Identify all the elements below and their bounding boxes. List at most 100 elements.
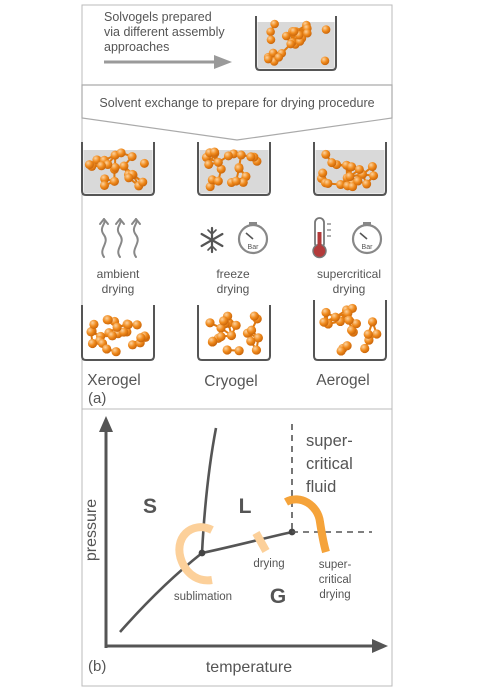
- particle: [119, 161, 129, 171]
- particle: [266, 35, 276, 45]
- solvent-exchange-banner: [81, 84, 393, 141]
- supercritical-fluid-line-1: super-: [306, 432, 353, 450]
- vaporization-curve: [201, 530, 293, 555]
- particle: [281, 31, 291, 41]
- method-freeze-line-1: freeze: [216, 267, 250, 281]
- product-cryogel: Cryogel: [204, 373, 257, 390]
- particle: [96, 161, 106, 171]
- particle: [89, 319, 99, 329]
- particle: [295, 37, 305, 46]
- intro-line-3: approaches: [104, 40, 169, 54]
- particle: [87, 338, 98, 349]
- particle: [205, 182, 215, 192]
- banner-text: Solvent exchange to prepare for drying p…: [99, 96, 374, 110]
- particle: [107, 331, 117, 341]
- particle: [286, 39, 295, 49]
- particle: [274, 53, 284, 62]
- particle: [336, 346, 346, 356]
- x-axis-arrowhead: [372, 639, 388, 653]
- particle: [102, 344, 112, 354]
- particle: [210, 147, 220, 157]
- gauge-label: Bar: [362, 244, 374, 251]
- cryogel-beaker: [197, 305, 271, 361]
- particle: [347, 162, 357, 172]
- particle: [99, 180, 109, 190]
- product-xerogel: Xerogel: [87, 372, 140, 389]
- particle: [116, 148, 126, 158]
- product-aerogel: Aerogel: [316, 372, 369, 389]
- particle: [320, 56, 330, 66]
- particle: [303, 28, 312, 38]
- solvent-beaker-supercritical: [313, 142, 387, 196]
- particle: [236, 150, 246, 160]
- x-axis-label: temperature: [206, 659, 292, 676]
- particle: [138, 177, 148, 187]
- region-liquid: L: [239, 495, 252, 518]
- intro-text: Solvogels prepared via different assembl…: [104, 10, 225, 54]
- particle: [367, 162, 377, 172]
- particle: [204, 159, 214, 169]
- particle: [127, 152, 137, 162]
- particle: [372, 329, 382, 339]
- particle: [344, 315, 354, 325]
- drying-label: drying: [253, 558, 284, 570]
- panel-b-frame: [81, 408, 393, 687]
- xerogel-beaker: [81, 305, 155, 361]
- solvent-beaker-ambient: [81, 142, 155, 196]
- sublimation-curve: [119, 551, 203, 633]
- particle: [234, 346, 244, 356]
- particle: [251, 345, 262, 355]
- panel-a-label: (a): [88, 390, 106, 407]
- method-freeze-line-2: drying: [217, 282, 250, 296]
- particle: [346, 325, 357, 335]
- panel-b-label: (b): [88, 658, 106, 675]
- particle: [363, 329, 373, 339]
- pressure-gauge-icon: Bar: [351, 222, 383, 255]
- particle: [223, 151, 233, 161]
- particle: [345, 172, 355, 182]
- region-gas: G: [270, 585, 286, 608]
- particle: [226, 330, 237, 341]
- heat-waves-icon: [99, 218, 141, 258]
- particle: [351, 319, 361, 329]
- particle: [369, 171, 379, 181]
- region-solid: S: [143, 495, 157, 518]
- particle: [321, 25, 331, 34]
- particle: [208, 336, 218, 346]
- particle: [270, 19, 279, 29]
- supercritical-path: [284, 495, 330, 554]
- particle: [109, 176, 119, 186]
- particle: [330, 312, 340, 322]
- particle: [289, 27, 299, 36]
- particle: [318, 168, 328, 178]
- thermometer-icon: [312, 217, 331, 259]
- particle: [110, 162, 120, 172]
- particle: [231, 320, 241, 330]
- particle: [246, 336, 256, 346]
- supercritical-fluid-line-3: fluid: [306, 478, 336, 496]
- sublimation-path: [175, 523, 214, 585]
- particle: [103, 315, 113, 325]
- particle: [84, 160, 94, 170]
- supercritical-fluid-line-2: critical: [306, 455, 353, 473]
- particle: [354, 164, 364, 174]
- particle: [127, 340, 138, 350]
- triple-point: [198, 549, 206, 557]
- particle: [124, 173, 134, 183]
- aerogel-beaker: [313, 300, 387, 361]
- particle: [246, 325, 257, 335]
- particle: [336, 180, 346, 190]
- particle: [342, 341, 352, 351]
- particle: [323, 178, 333, 188]
- particle: [216, 332, 226, 342]
- particle: [319, 317, 329, 327]
- particle: [216, 164, 226, 174]
- beakers-group: [81, 16, 387, 361]
- gauge-label: Bar: [248, 244, 260, 251]
- supercritical-drying-line-3: drying: [319, 589, 350, 601]
- particle: [205, 318, 215, 328]
- particle: [234, 163, 244, 173]
- particle: [327, 158, 337, 168]
- y-axis-label: pressure: [83, 499, 100, 561]
